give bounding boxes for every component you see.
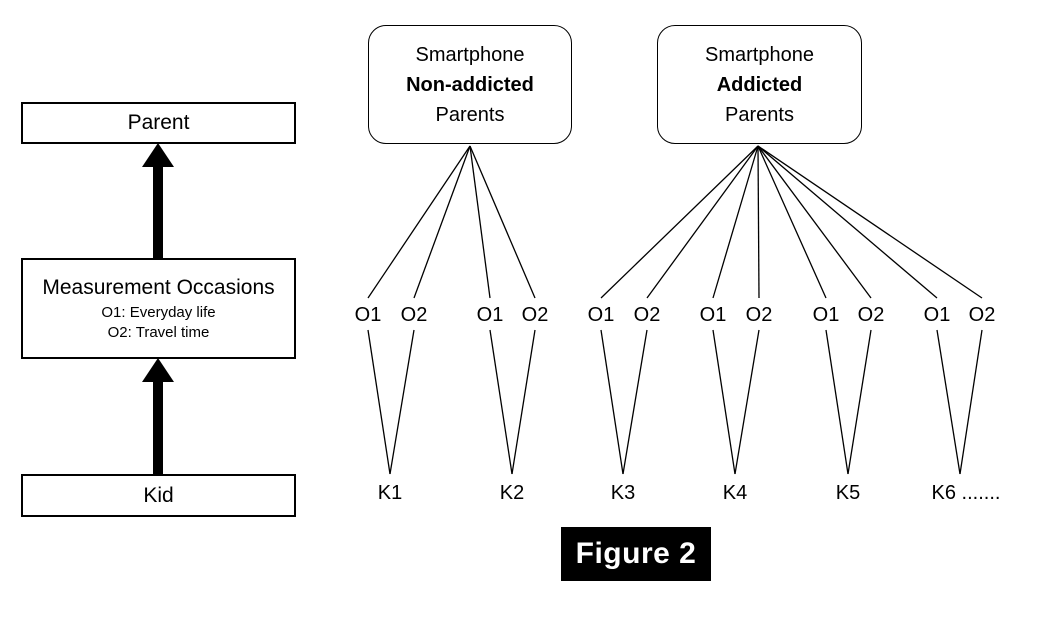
connector-occasion-to-kid — [847, 329, 872, 475]
connector-occasion-to-kid — [389, 329, 415, 475]
occasion-label-o2-2[interactable]: O2 — [400, 304, 428, 326]
legend-measurement-o2: O2: Travel time — [107, 323, 210, 341]
connector-parent-to-occasion — [469, 145, 491, 299]
kid-to-measurement-arrow-icon — [142, 358, 174, 474]
occasion-label-o1-7[interactable]: O1 — [699, 304, 727, 326]
group-nonaddicted-line3: Parents — [435, 103, 505, 126]
group-addicted-line3: Parents — [725, 103, 794, 126]
occasion-label-o2-6[interactable]: O2 — [633, 304, 661, 326]
connector-occasion-to-kid — [622, 329, 648, 475]
connector-occasion-to-kid — [959, 329, 983, 475]
connector-parent-to-occasion — [600, 145, 759, 299]
connector-occasion-to-kid — [489, 329, 513, 475]
group-addicted-line2: Addicted — [716, 73, 803, 96]
group-box-addicted-parents[interactable]: Smartphone Addicted Parents — [657, 25, 862, 144]
legend-box-measurement-occasions: Measurement Occasions O1: Everyday life … — [21, 258, 296, 359]
connector-occasion-to-kid — [511, 329, 536, 475]
occasion-label-o1-1[interactable]: O1 — [354, 304, 382, 326]
legend-box-kid: Kid — [21, 474, 296, 517]
kid-label-k6[interactable]: K6 ....... — [931, 482, 1001, 504]
connector-occasion-to-kid — [712, 329, 736, 475]
measurement-to-parent-arrow-icon — [142, 143, 174, 258]
occasion-label-o1-3[interactable]: O1 — [476, 304, 504, 326]
occasion-label-o2-8[interactable]: O2 — [745, 304, 773, 326]
kid-label-k2[interactable]: K2 — [499, 482, 525, 504]
kid-label-k3[interactable]: K3 — [610, 482, 636, 504]
group-box-non-addicted-parents[interactable]: Smartphone Non-addicted Parents — [368, 25, 572, 144]
connector-occasion-to-kid — [936, 329, 961, 475]
legend-box-parent: Parent — [21, 102, 296, 144]
group-nonaddicted-line1: Smartphone — [415, 43, 525, 66]
connector-parent-to-occasion — [469, 145, 536, 299]
legend-measurement-title: Measurement Occasions — [42, 275, 275, 299]
connector-parent-to-occasion — [757, 145, 872, 299]
connector-parent-to-occasion — [646, 145, 759, 299]
occasion-label-o2-10[interactable]: O2 — [857, 304, 885, 326]
connector-parent-to-occasion — [712, 145, 759, 299]
connector-parent-to-occasion — [757, 145, 938, 299]
connector-parent-to-occasion — [413, 145, 471, 299]
legend-measurement-o1: O1: Everyday life — [101, 303, 216, 321]
kid-label-k4[interactable]: K4 — [722, 482, 748, 504]
occasion-label-o2-4[interactable]: O2 — [521, 304, 549, 326]
connector-parent-to-occasion — [757, 145, 827, 299]
connector-parent-to-occasion — [757, 145, 983, 299]
figure-caption: Figure 2 — [561, 527, 711, 581]
occasion-label-o1-9[interactable]: O1 — [812, 304, 840, 326]
kid-label-k1[interactable]: K1 — [377, 482, 403, 504]
occasion-to-kid-lines — [367, 329, 983, 475]
occasion-label-o2-12[interactable]: O2 — [968, 304, 996, 326]
connector-occasion-to-kid — [734, 329, 760, 475]
parent-to-occasion-lines — [367, 145, 983, 299]
group-nonaddicted-line2: Non-addicted — [406, 73, 534, 96]
connector-occasion-to-kid — [600, 329, 624, 475]
connector-occasion-to-kid — [367, 329, 391, 475]
occasion-label-o1-11[interactable]: O1 — [923, 304, 951, 326]
legend-parent-label: Parent — [127, 111, 190, 134]
legend-kid-label: Kid — [143, 483, 174, 507]
connector-occasion-to-kid — [825, 329, 849, 475]
connector-parent-to-occasion — [757, 145, 760, 299]
connector-parent-to-occasion — [367, 145, 471, 299]
occasion-label-o1-5[interactable]: O1 — [587, 304, 615, 326]
group-addicted-line1: Smartphone — [705, 43, 814, 66]
kid-label-k5[interactable]: K5 — [835, 482, 861, 504]
